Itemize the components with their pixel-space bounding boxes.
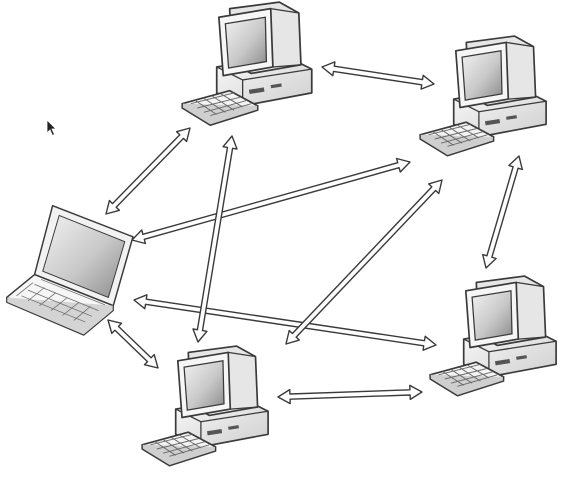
mouse-cursor-icon [46,119,57,137]
connection-arrow-laptop-pc-top [105,127,191,215]
desktop-node-right-top [419,35,547,157]
desktop-node-top [181,1,313,127]
desktop-computer-icon [181,1,313,127]
connection-arrow-pc-right-top-pc-bottom [285,179,443,345]
connection-arrow-pc-top-pc-bottom [192,135,238,343]
connection-arrow-laptop-pc-bottom [107,319,159,369]
connection-arrows [105,61,523,405]
desktop-computer-icon [141,345,269,467]
laptop-icon [5,204,134,336]
connection-arrow-laptop-pc-right-top [131,157,411,245]
connection-arrow-laptop-pc-right-bottom [133,294,437,351]
desktop-computer-icon [429,275,557,397]
laptop-node [5,204,134,336]
connection-arrow-pc-bottom-pc-right-bottom [277,384,423,405]
desktop-node-right-bottom [429,275,557,397]
desktop-node-bottom [141,345,269,467]
connection-arrow-pc-right-top-pc-right-bottom [482,155,523,269]
connection-arrow-pc-top-pc-right-top [321,61,435,90]
desktop-computer-icon [419,35,547,157]
